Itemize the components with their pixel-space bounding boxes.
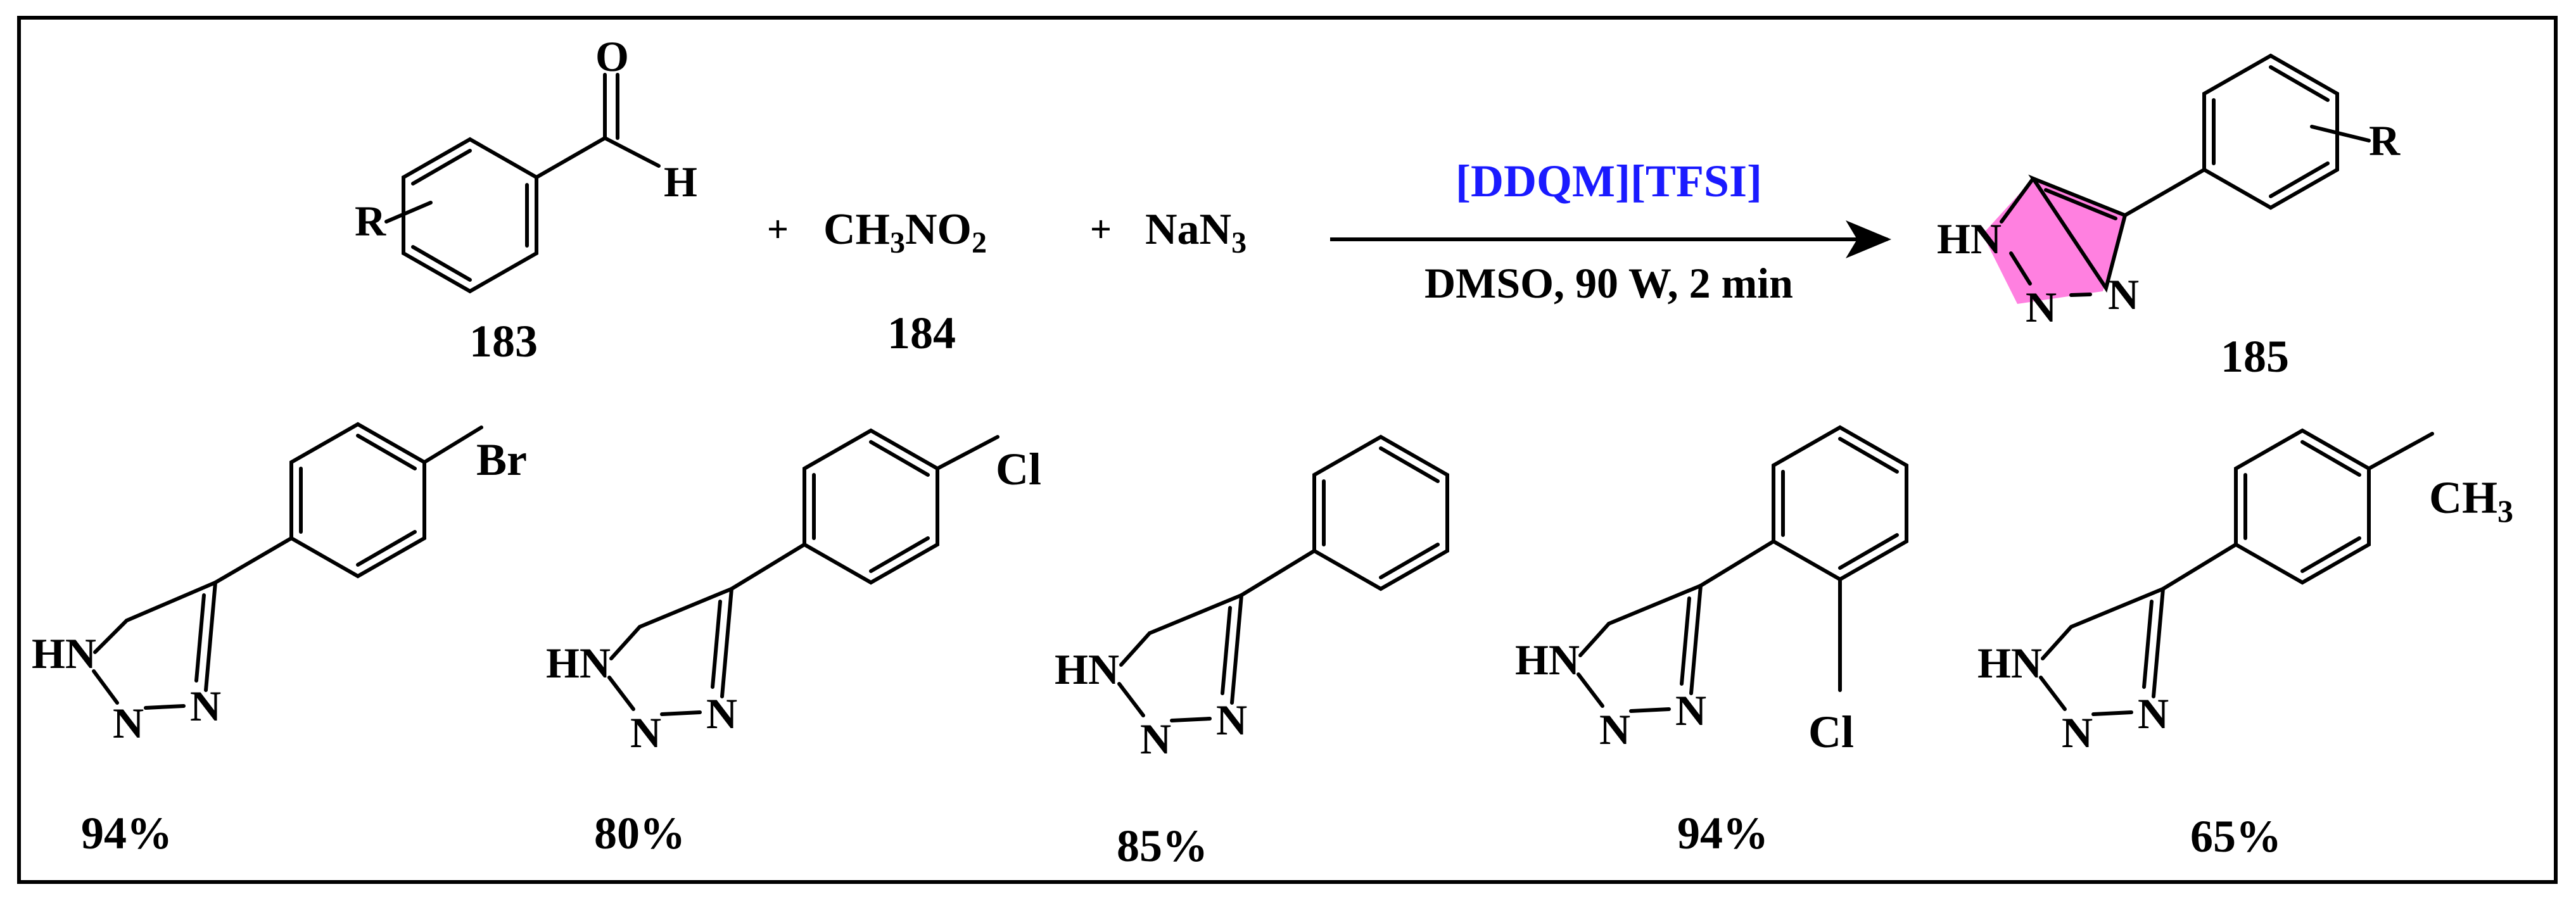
- example-3-n1-label: N: [1140, 715, 1171, 763]
- example-4-substituent-label: Cl: [1808, 707, 1854, 757]
- svg-text:NaN3: NaN3: [1145, 205, 1247, 260]
- svg-text:CH3NO2: CH3NO2: [823, 205, 987, 260]
- conditions-label: DMSO, 90 W, 2 min: [1424, 259, 1793, 307]
- example-5-yield: 65%: [2190, 811, 2281, 862]
- example-2-n1-label: N: [630, 709, 661, 757]
- example-3-nh-label: HN: [1055, 645, 1119, 693]
- example-5-n2-label: N: [2138, 690, 2169, 738]
- example-4-ortho-chlorophenyl-triazole: HN N N Cl 94%: [1515, 425, 1908, 859]
- example-2-nh-label: HN: [546, 639, 611, 687]
- example-5-n1-label: N: [2062, 709, 2093, 757]
- example-4-yield: 94%: [1677, 808, 1768, 859]
- example-2-yield: 80%: [594, 808, 685, 859]
- example-4-nh-label: HN: [1515, 636, 1580, 684]
- example-1-substituent-label: Br: [476, 434, 527, 485]
- example-2-chlorophenyl-triazole: HN N N Cl 80%: [546, 428, 1041, 859]
- product-nh-label: HN: [1937, 215, 2002, 263]
- example-3-yield: 85%: [1117, 821, 1208, 871]
- sodium-azide: NaN3: [1145, 205, 1247, 260]
- example-4-n1-label: N: [1599, 705, 1630, 753]
- example-5-tolyl-triazole: HN N N CH3 65%: [1977, 428, 2513, 862]
- example-2-substituent-label: Cl: [996, 444, 1041, 495]
- triazole-highlight: [1983, 179, 2125, 304]
- nitromethane-184: CH3NO2 184: [823, 205, 987, 358]
- compound-number-184: 184: [887, 308, 956, 358]
- example-5-nh-label: HN: [1977, 639, 2042, 687]
- triazole-product-185: HN N N R 185: [1937, 53, 2401, 382]
- aldehyde-oxygen-label: O: [595, 32, 629, 80]
- scheme-frame: [17, 16, 2558, 884]
- example-2-n2-label: N: [706, 690, 737, 738]
- example-5-substituent-label: CH3: [2429, 472, 2513, 529]
- compound-number-183: 183: [469, 316, 538, 367]
- plus-sign-1: +: [767, 208, 789, 250]
- catalyst-label: [DDQM][TFSI]: [1456, 156, 1762, 206]
- example-4-n2-label: N: [1675, 686, 1706, 734]
- aldehyde-183: O H R 183: [355, 32, 697, 367]
- example-1-n2-label: N: [190, 682, 221, 730]
- aldehyde-r-label: R: [355, 197, 386, 245]
- product-n-right-label: N: [2108, 270, 2139, 318]
- example-1-n1-label: N: [113, 699, 144, 747]
- plus-sign-2: +: [1090, 208, 1112, 250]
- compound-number-185: 185: [2221, 331, 2289, 382]
- example-1-bromophenyl-triazole: HN N N Br 94%: [32, 422, 527, 859]
- product-n-bottom-label: N: [2026, 283, 2057, 331]
- example-1-nh-label: HN: [32, 629, 96, 677]
- aldehyde-hydrogen-label: H: [664, 158, 697, 206]
- example-3-n2-label: N: [1216, 696, 1247, 744]
- product-r-label: R: [2369, 117, 2401, 165]
- example-1-yield: 94%: [81, 808, 172, 859]
- example-3-phenyl-triazole: HN N N 85%: [1055, 434, 1449, 871]
